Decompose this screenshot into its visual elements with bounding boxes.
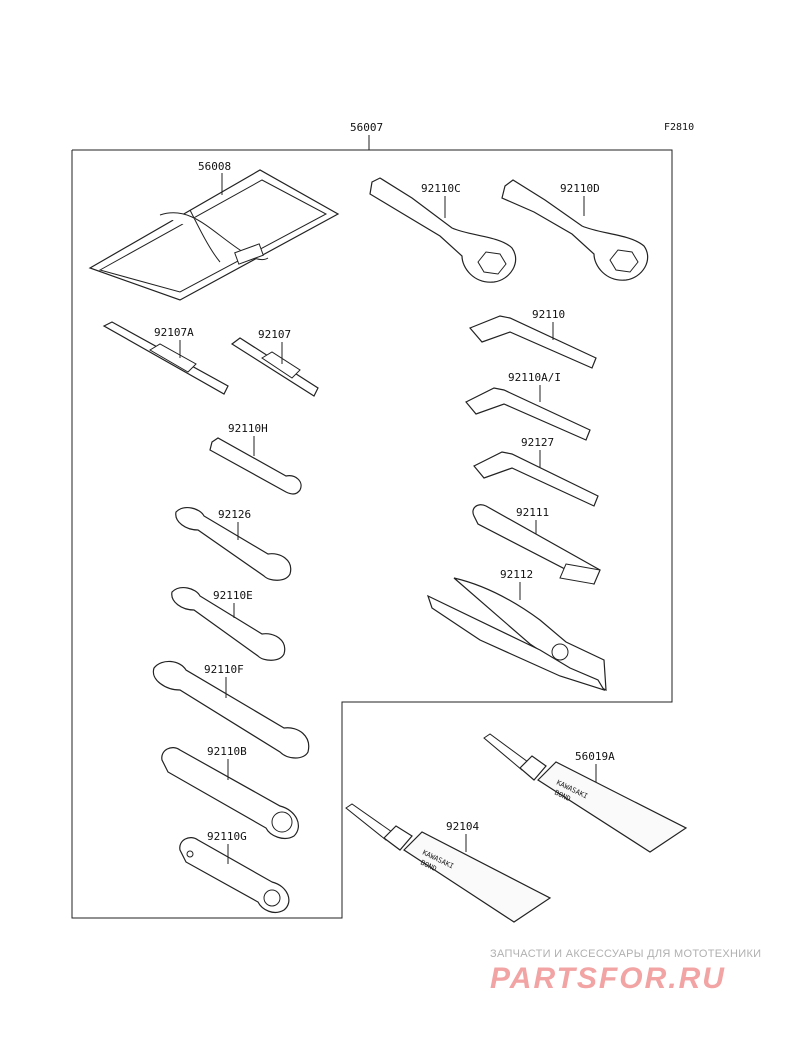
label-pliers[interactable]: 92112 — [500, 568, 533, 581]
label-socket-g[interactable]: 92110G — [207, 830, 247, 843]
ring-wrench-d[interactable] — [501, 179, 649, 281]
hex-key-92110ai[interactable] — [465, 387, 591, 441]
pliers[interactable] — [426, 577, 607, 692]
ring-wrench-c[interactable] — [369, 177, 517, 283]
label-hex-92110ai[interactable]: 92110A/I — [508, 371, 561, 384]
hex-key-92127[interactable] — [473, 451, 599, 507]
socket-b[interactable] — [161, 747, 299, 840]
label-bond-56019a[interactable]: 56019A — [575, 750, 615, 763]
label-hex-92110[interactable]: 92110 — [532, 308, 565, 321]
figure-code: F2810 — [664, 122, 694, 133]
label-socket-b[interactable]: 92110B — [207, 745, 247, 758]
label-spanner-e[interactable]: 92110E — [213, 589, 253, 602]
label-kit[interactable]: 56007 — [350, 121, 383, 134]
spanner-92126[interactable] — [175, 507, 292, 581]
tool-bag[interactable] — [88, 169, 340, 301]
label-screwdriver-a[interactable]: 92107A — [154, 326, 194, 339]
hex-key-92110[interactable] — [468, 315, 597, 369]
screwdriver-bit[interactable] — [230, 337, 319, 397]
watermark-logo: PARTSFOR.RU — [490, 962, 726, 995]
label-bar-92111[interactable]: 92111 — [516, 506, 549, 519]
label-spanner-h[interactable]: 92110H — [228, 422, 268, 435]
label-spanner-f[interactable]: 92110F — [204, 663, 244, 676]
bond-tube-56019a[interactable]: KAWASAKI BOND — [483, 733, 688, 853]
bar-92111[interactable] — [472, 504, 601, 585]
screwdriver-bit-a[interactable] — [102, 321, 229, 395]
label-wrench-c[interactable]: 92110C — [421, 182, 461, 195]
kit-outline — [71, 149, 673, 919]
label-screwdriver[interactable]: 92107 — [258, 328, 291, 341]
label-hex-92127[interactable]: 92127 — [521, 436, 554, 449]
bond-tube-92104[interactable]: KAWASAKI BOND — [345, 803, 552, 923]
watermark-tagline: ЗАПЧАСТИ И АКСЕССУАРЫ ДЛЯ МОТОТЕХНИКИ — [490, 948, 762, 960]
label-wrench-d[interactable]: 92110D — [560, 182, 600, 195]
label-bond-92104[interactable]: 92104 — [446, 820, 479, 833]
socket-g[interactable] — [179, 837, 290, 914]
spanner-h[interactable] — [209, 437, 302, 495]
label-bag[interactable]: 56008 — [198, 160, 231, 173]
label-spanner-92126[interactable]: 92126 — [218, 508, 251, 521]
spanner-f[interactable] — [152, 660, 310, 759]
spanner-e[interactable] — [171, 587, 286, 661]
